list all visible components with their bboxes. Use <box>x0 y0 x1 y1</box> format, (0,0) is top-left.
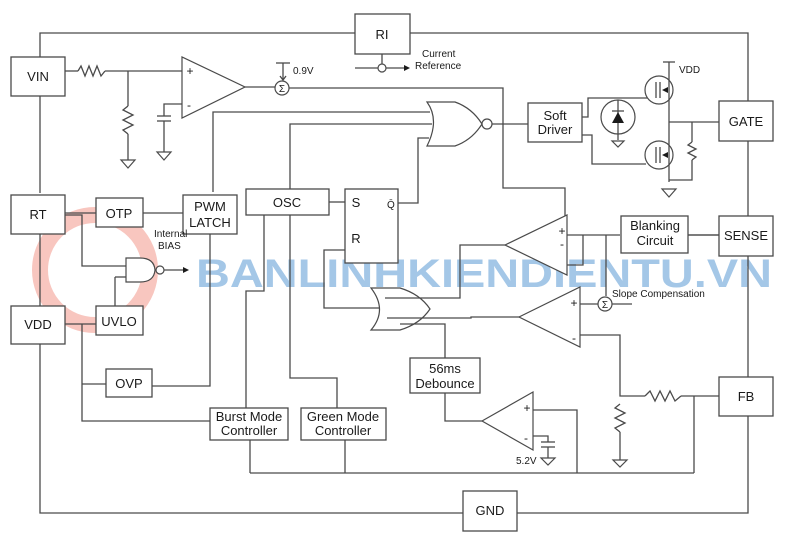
block-ovp: OVP <box>105 368 153 398</box>
sigma-label: Σ <box>279 84 285 95</box>
block-uvlo: UVLO <box>95 305 144 336</box>
inverter-bubble <box>155 265 165 275</box>
svg-text:Controller: Controller <box>221 423 278 438</box>
resistor-symbol <box>644 389 682 403</box>
label-slope-compensation: Slope Compensation <box>612 289 705 300</box>
svg-text:Circuit: Circuit <box>637 233 674 248</box>
svg-text:GND: GND <box>476 503 505 518</box>
svg-text:RI: RI <box>376 27 389 42</box>
ground-icon <box>660 188 678 198</box>
plus-sign: + <box>186 64 193 78</box>
svg-text:SENSE: SENSE <box>724 228 768 243</box>
plus-sign: + <box>558 224 565 238</box>
opamp-vin <box>181 56 247 119</box>
minus-sign: - <box>524 431 528 445</box>
label-vdd-rail: VDD <box>679 65 700 76</box>
block-rt: RT <box>10 194 66 235</box>
block-gate: GATE <box>718 100 774 142</box>
current-sense-comparator <box>503 214 568 276</box>
watermark-text: BANLINHKIENDIENTU.VN <box>196 252 772 296</box>
svg-text:PWM: PWM <box>194 199 226 214</box>
svg-text:OVP: OVP <box>115 376 142 391</box>
svg-text:56ms: 56ms <box>429 361 461 376</box>
svg-text:Q̄: Q̄ <box>387 198 395 211</box>
block-fb: FB <box>718 376 774 417</box>
svg-text:S: S <box>352 195 361 210</box>
nand-gate <box>125 257 156 283</box>
ovp-comparator-group: + - <box>480 390 578 473</box>
inverter-bubble <box>481 118 493 130</box>
minus-sign: - <box>572 331 576 345</box>
ovp-comparator <box>480 390 534 452</box>
watermark: BANLINHKIENDIENTU.VN <box>32 207 772 333</box>
plus-sign: + <box>523 401 530 415</box>
svg-text:OTP: OTP <box>106 206 133 221</box>
label-internal: Internal <box>154 229 187 240</box>
current-reference <box>355 54 410 73</box>
outer-frame <box>39 32 749 514</box>
nor-gate <box>425 101 483 147</box>
fb-comparator <box>517 286 581 348</box>
svg-text:Controller: Controller <box>315 423 372 438</box>
svg-text:Green Mode: Green Mode <box>307 409 379 424</box>
driver-stage <box>582 61 719 198</box>
resistor-symbol <box>613 403 627 433</box>
osc-routing <box>245 201 520 422</box>
nor-network <box>212 101 528 204</box>
protection-logic <box>64 212 211 422</box>
nmos-transistor-icon <box>644 140 674 170</box>
plus-sign: + <box>570 296 577 310</box>
pmos-transistor-icon <box>644 75 674 105</box>
svg-text:RT: RT <box>29 207 46 222</box>
sigma-label: Σ <box>602 300 608 311</box>
label-bias: BIAS <box>158 241 181 252</box>
current-source-icon <box>377 63 387 73</box>
ground-icon <box>610 140 626 148</box>
svg-text:R: R <box>351 231 360 246</box>
block-otp: OTP <box>95 197 144 228</box>
resistor-symbol <box>121 105 135 135</box>
svg-text:VDD: VDD <box>24 317 51 332</box>
svg-text:Debounce: Debounce <box>415 376 474 391</box>
ground-icon <box>611 459 629 468</box>
svg-text:VIN: VIN <box>27 69 49 84</box>
block-osc: OSC <box>245 188 330 216</box>
svg-text:Driver: Driver <box>538 122 573 137</box>
vin-network: + - Σ <box>65 56 566 230</box>
block-vdd: VDD <box>10 305 66 345</box>
svg-text:Blanking: Blanking <box>630 218 680 233</box>
label-5-2v: 5.2V <box>516 456 537 467</box>
svg-text:GATE: GATE <box>729 114 764 129</box>
svg-text:LATCH: LATCH <box>189 215 231 230</box>
svg-text:UVLO: UVLO <box>101 314 136 329</box>
ground-icon <box>119 159 137 169</box>
block-gnd: GND <box>462 490 518 532</box>
minus-sign: - <box>560 237 564 251</box>
block-sense: SENSE <box>718 215 774 257</box>
label-reference: Reference <box>415 61 462 72</box>
block-ri: RI <box>354 13 411 55</box>
svg-text:FB: FB <box>738 389 755 404</box>
ground-icon <box>539 457 557 466</box>
comparators: + - + - Σ <box>249 214 719 474</box>
label-current: Current <box>422 49 456 60</box>
svg-text:Burst Mode: Burst Mode <box>216 409 282 424</box>
block-vin: VIN <box>10 56 66 97</box>
resistor-symbol <box>77 64 106 78</box>
label-0-9v: 0.9V <box>293 66 314 77</box>
svg-text:OSC: OSC <box>273 195 301 210</box>
ground-icon <box>155 151 173 161</box>
svg-text:Soft: Soft <box>543 108 567 123</box>
minus-sign: - <box>187 98 191 112</box>
sr-flipflop: S R Q̄ <box>344 188 399 264</box>
